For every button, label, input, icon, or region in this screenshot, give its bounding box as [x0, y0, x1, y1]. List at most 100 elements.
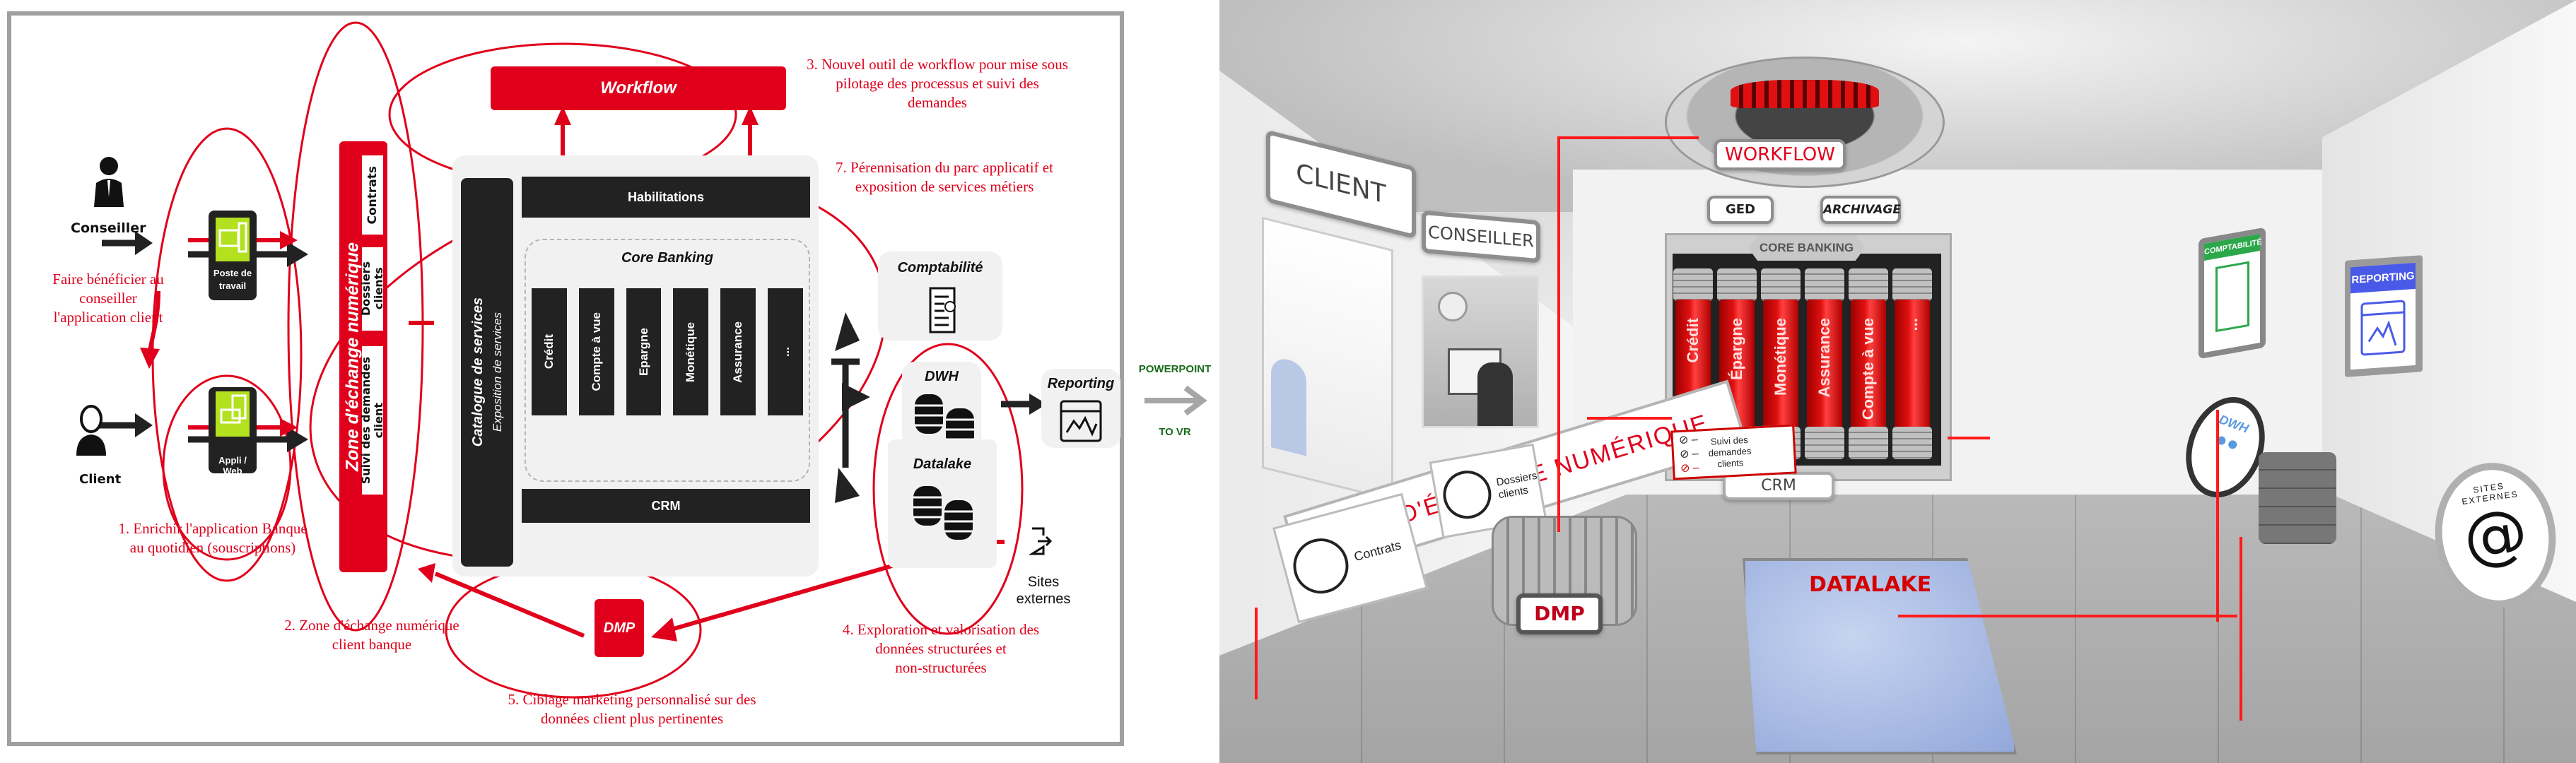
actor-conseiller-label: Conseiller — [71, 220, 146, 236]
client-person — [1271, 355, 1306, 456]
tube-2 — [1763, 300, 1798, 428]
sign-crm: CRM — [1723, 472, 1834, 500]
datalake-pool: DATALAKE — [1743, 558, 2017, 755]
tube-label: Compte à vue — [1859, 318, 1877, 420]
tube-3 — [1807, 300, 1842, 428]
circle-devices — [151, 127, 303, 582]
circle-data — [872, 343, 1024, 635]
datalake-box: Datalake — [888, 439, 997, 568]
transition-top-label: POWERPOINT — [1138, 363, 1212, 375]
panel-comptabilite: COMPTABILITÉ — [2199, 227, 2266, 360]
at-sign-icon: @ — [2459, 494, 2532, 576]
laptop-tablet-icon — [216, 391, 250, 437]
sign-archivage: ARCHIVAGE — [1820, 196, 1901, 224]
calculator-document-icon — [2215, 261, 2249, 333]
comptabilite-label: COMPTABILITÉ — [2204, 234, 2262, 261]
zone-echange-numerique: Zone d'échange numérique Contrats Dossie… — [339, 141, 387, 572]
architecture-diagram: Conseiller Client Poste de travail Appli… — [7, 11, 1124, 746]
checklist-icon: ⊘ –⊘ –⊘ – — [1678, 433, 1700, 475]
device-appli-web: Appli / Web — [209, 387, 257, 476]
annotation-5: 5. Ciblage marketing personnalisé sur de… — [508, 691, 756, 727]
chart-window-icon — [2360, 300, 2406, 356]
conseiller-person — [1477, 362, 1513, 426]
module-more: ... — [768, 288, 803, 415]
core-banking-title: Core Banking — [621, 250, 714, 266]
circuit-line — [2240, 537, 2242, 721]
sign-datalake: DATALAKE — [1809, 572, 1932, 597]
device-poste-de-travail: Poste de travail — [209, 211, 257, 300]
folder-icon — [1439, 466, 1495, 523]
tube-cap — [1849, 427, 1888, 459]
module-epargne: Epargne — [626, 288, 662, 415]
module-compte-a-vue: Compte à vue — [578, 288, 614, 415]
tube-cap — [1805, 268, 1844, 301]
tube-label: Assurance — [1815, 318, 1833, 398]
sign-workflow: WORKFLOW — [1714, 139, 1846, 170]
tube-cap — [1892, 427, 1932, 459]
sign-dmp: DMP — [1516, 593, 1603, 634]
circle-zone — [287, 21, 424, 632]
dwh-cylinders — [2259, 452, 2336, 544]
comptabilite-box: Comptabilité — [878, 252, 1002, 341]
habilitations-bar: Habilitations — [522, 177, 810, 218]
tube-cap — [1761, 268, 1801, 301]
dwh-box: DWH — [902, 362, 981, 451]
panel-reporting: REPORTING — [2345, 255, 2423, 377]
poste-line2: travail — [218, 280, 247, 291]
external-link-icon — [1028, 526, 1053, 560]
circuit-line — [2216, 410, 2219, 622]
tube-label: Épargne — [1728, 318, 1745, 381]
workflow-box: Workflow — [491, 66, 786, 110]
arrow-right-icon — [1142, 385, 1210, 420]
vr-scene: WORKFLOW GED ARCHIVAGE CORE BANKING Créd… — [1219, 0, 2576, 763]
tube-cap — [1805, 427, 1844, 459]
circuit-line — [1255, 608, 1258, 699]
circuit-line — [1587, 417, 1672, 420]
poste-line1: Poste de — [213, 268, 252, 278]
sites-externes-label: Sites externes — [1016, 574, 1071, 607]
person-icon — [93, 155, 125, 207]
core-banking-modules: Crédit Compte à vue Epargne Monétique As… — [532, 288, 803, 415]
module-assurance: Assurance — [720, 288, 756, 415]
circle-appli — [162, 374, 292, 561]
tube-cap — [1849, 268, 1888, 301]
actor-client-label: Client — [79, 472, 122, 487]
catalogue-de-services: Catalogue de services Exposition de serv… — [461, 178, 513, 567]
transition-bottom-label: TO VR — [1159, 426, 1191, 438]
sign-ged: GED — [1707, 196, 1774, 224]
desktop-icon — [216, 218, 250, 261]
reporting-box: Reporting — [1041, 369, 1120, 448]
appli-web-label: Appli / Web — [218, 455, 247, 476]
client-window — [1262, 216, 1393, 502]
document-check-icon — [929, 287, 956, 337]
tube-cap — [1673, 268, 1713, 301]
user-icon — [74, 405, 109, 456]
circuit-line — [1557, 136, 1699, 139]
crm-bar: CRM — [522, 489, 810, 523]
contract-icon — [1287, 532, 1355, 600]
core-banking-group: Core Banking — [525, 239, 810, 482]
database-icon — [912, 391, 976, 451]
database-icon — [911, 483, 974, 543]
tube-cap — [1892, 268, 1932, 301]
tube-cap — [1717, 268, 1757, 301]
chart-window-icon — [1060, 400, 1102, 446]
circuit-line — [1948, 437, 1990, 439]
tube-5 — [1895, 300, 1930, 428]
annotation-3: 3. Nouvel outil de workflow pour mise so… — [807, 56, 1068, 111]
conseiller-office-window — [1422, 276, 1539, 428]
tube-label: Crédit — [1684, 318, 1702, 363]
zone-item-contrats: Contrats — [362, 155, 383, 235]
clock-icon — [1438, 292, 1468, 321]
module-credit: Crédit — [532, 288, 567, 415]
tube-label: ... — [1903, 318, 1921, 331]
tube-4 — [1851, 300, 1886, 428]
